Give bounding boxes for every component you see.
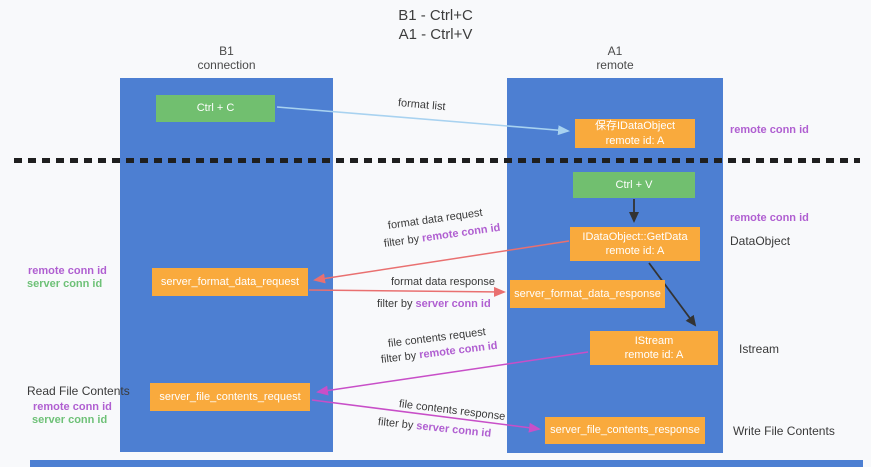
column-header-b1: B1 connection <box>120 44 333 72</box>
annotation-left-remote-conn-id-2: remote conn id <box>33 401 112 413</box>
arrow-format-data-response <box>308 286 506 297</box>
bottom-blue-strip <box>30 460 863 467</box>
node-format-response-label: server_format_data_response <box>514 287 661 300</box>
column-header-a1: A1 remote <box>507 44 723 72</box>
node-getdata-line1: IDataObject::GetData <box>582 230 688 243</box>
column-a1-subtitle: remote <box>596 58 634 72</box>
annotation-left-server-conn-id-2: server conn id <box>32 414 108 426</box>
title-line-1: B1 - Ctrl+C <box>398 7 473 24</box>
column-b1-subtitle: connection <box>197 58 256 72</box>
annotation-remote-conn-id-mid: remote conn id <box>730 212 809 224</box>
edge-label-filter-server-1: filter by server conn id <box>377 298 491 310</box>
node-istream: IStream remote id: A <box>590 331 718 365</box>
annotation-remote-conn-id-top: remote conn id <box>730 124 809 136</box>
column-a1-title: A1 <box>607 44 623 58</box>
annotation-dataobject: DataObject <box>730 234 791 248</box>
server-conn-id-text: server conn id <box>415 420 492 440</box>
filter-by-text: filter by <box>377 298 416 310</box>
edge-label-format-list: format list <box>397 97 447 114</box>
node-idataobject-getdata: IDataObject::GetData remote id: A <box>570 227 700 261</box>
node-save-idataobject: 保存IDataObject remote id: A <box>575 119 695 148</box>
annotation-write-file-contents: Write File Contents <box>733 424 835 438</box>
annotation-istream: Istream <box>739 342 780 356</box>
title-line-2: A1 - Ctrl+V <box>398 26 473 43</box>
filter-by-text: filter by <box>380 349 420 366</box>
node-ctrl-v: Ctrl + V <box>573 172 695 198</box>
server-conn-id-text: server conn id <box>415 298 491 310</box>
node-save-idataobject-line1: 保存IDataObject <box>594 120 676 133</box>
node-server-format-data-request: server_format_data_request <box>152 268 308 296</box>
node-ctrl-v-label: Ctrl + V <box>615 178 653 191</box>
node-getdata-line2: remote id: A <box>605 245 665 257</box>
node-save-idataobject-line2: remote id: A <box>605 134 665 147</box>
annotation-read-file-contents: Read File Contents <box>27 384 130 398</box>
node-istream-line1: IStream <box>634 334 674 347</box>
filter-by-text: filter by <box>377 416 417 432</box>
node-file-response-label: server_file_contents_response <box>550 424 700 437</box>
node-server-format-data-response: server_format_data_response <box>510 280 665 308</box>
filter-by-text: filter by <box>383 232 423 250</box>
column-b1-title: B1 <box>219 44 234 58</box>
edge-label-format-data-response: format data response <box>391 276 495 288</box>
node-server-file-contents-response: server_file_contents_response <box>545 417 705 444</box>
node-ctrl-c-label: Ctrl + C <box>196 102 235 115</box>
node-file-request-label: server_file_contents_request <box>159 390 301 403</box>
node-format-request-label: server_format_data_request <box>160 275 300 288</box>
annotation-left-server-conn-id-1: server conn id <box>27 278 103 290</box>
edge-label-filter-server-2: filter by server conn id <box>377 416 491 440</box>
node-server-file-contents-request: server_file_contents_request <box>150 383 310 411</box>
diagram-title: B1 - Ctrl+C A1 - Ctrl+V <box>0 6 871 44</box>
annotation-left-remote-conn-id-1: remote conn id <box>28 265 107 277</box>
node-ctrl-c: Ctrl + C <box>156 95 275 122</box>
dashed-separator <box>14 158 860 163</box>
node-istream-line2: remote id: A <box>624 349 684 361</box>
